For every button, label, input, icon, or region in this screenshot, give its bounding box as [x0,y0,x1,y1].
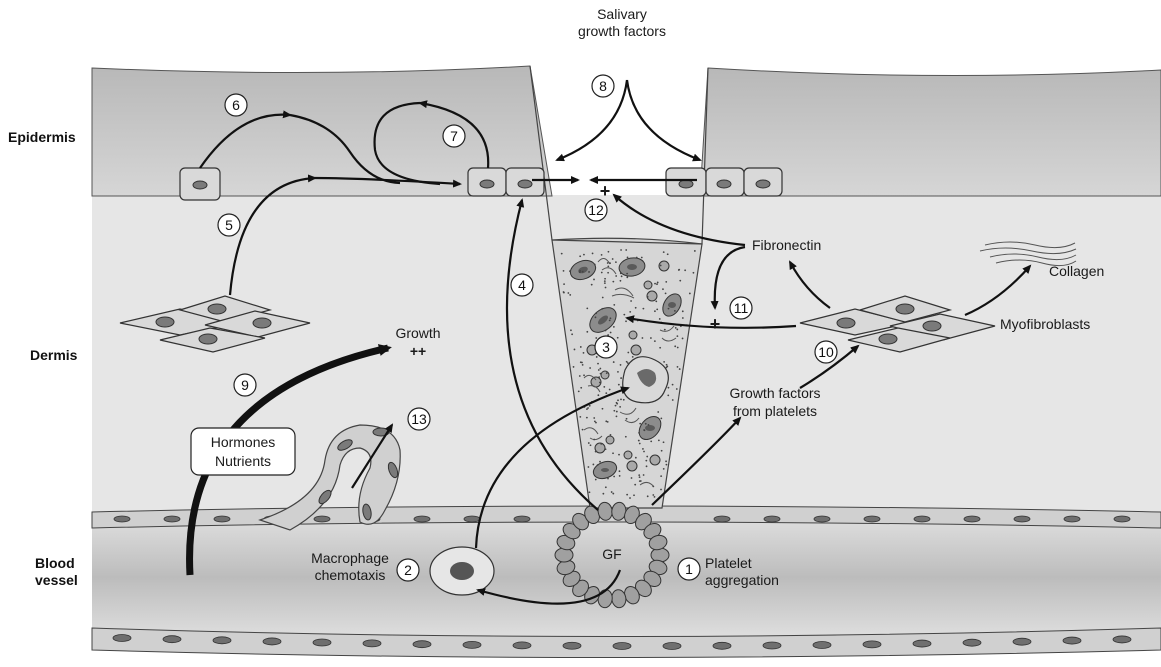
platelet-label-line2: aggregation [705,572,779,588]
endothelial-cell [163,636,181,643]
endothelial-cell [813,642,831,649]
endothelial-cell [464,516,480,522]
step-1: 1 [678,558,700,580]
epidermal-cells-right-edge [666,168,782,196]
endothelial-cell [963,639,981,646]
macrophage-label-line1: Macrophage [311,550,389,566]
endothelial-cell [114,516,130,522]
endothelial-cell [164,516,180,522]
salivary-label-line1: Salivary [597,6,647,22]
endothelial-cell [663,642,681,649]
endothelial-cell [563,642,581,649]
svg-text:11: 11 [734,300,749,316]
svg-text:10: 10 [818,344,834,360]
svg-text:1: 1 [685,561,693,577]
endothelial-cell [1063,637,1081,644]
macrophage-in-wound [623,357,669,403]
endothelial-cell [814,516,830,522]
gf-platelets-label-line2: from platelets [733,403,817,419]
step-2: 2 [397,559,419,581]
growth-label: Growth [395,325,440,341]
blood-vessel-label-line1: Blood [35,555,75,571]
aggregated-platelet [651,548,669,562]
endothelial-cell [214,516,230,522]
svg-text:8: 8 [599,78,607,94]
salivary-label-line2: growth factors [578,23,666,39]
collagen-label: Collagen [1049,263,1104,279]
epidermal-cell [180,168,220,200]
endothelial-cell [514,516,530,522]
step-12: 12 [585,199,607,221]
step-6: 6 [225,94,247,116]
fibronectin-label: Fibronectin [752,237,821,253]
step-13: 13 [408,408,430,430]
macrophage-label-line2: chemotaxis [315,567,386,583]
epidermal-cells-left-edge [468,168,544,196]
endothelial-cell [763,642,781,649]
dermis-label: Dermis [30,347,78,363]
epidermis-label: Epidermis [8,129,76,145]
plus-sign-epidermis: + [600,181,611,201]
endothelial-cell [1113,636,1131,643]
endothelial-cell [463,641,481,648]
nutrients-label: Nutrients [215,453,271,469]
svg-text:13: 13 [411,411,427,427]
endothelial-cell [313,639,331,646]
aggregated-platelet [555,548,573,562]
endothelial-cell [113,635,131,642]
gf-label: GF [602,546,621,562]
gf-platelets-label-line1: Growth factors [729,385,820,401]
blood-vessel-label-line2: vessel [35,572,78,588]
step-11: 11 [730,297,752,319]
step-7: 7 [443,125,465,147]
macrophage [430,547,494,595]
step-5: 5 [218,214,240,236]
svg-text:2: 2 [404,562,412,578]
endothelial-cell [263,638,281,645]
endothelial-cell [513,642,531,649]
endothelial-cell [1014,516,1030,522]
step-4: 4 [511,274,533,296]
endothelial-cell [1013,638,1031,645]
endothelial-cell [964,516,980,522]
svg-text:3: 3 [602,339,610,355]
platelet-label-line1: Platelet [705,555,752,571]
growth-plus-label: ++ [410,343,426,359]
svg-text:4: 4 [518,277,526,293]
endothelial-cell [713,642,731,649]
endothelial-cell [914,516,930,522]
endothelial-cell [1114,516,1130,522]
step-9: 9 [234,374,256,396]
svg-text:7: 7 [450,128,458,144]
endothelial-cell [1064,516,1080,522]
endothelial-cell [764,516,780,522]
hormones-nutrients-box: Hormones Nutrients [191,428,295,475]
endothelial-cell [863,641,881,648]
hormones-label: Hormones [211,434,276,450]
myofibroblasts-label: Myofibroblasts [1000,316,1090,332]
step-10: 10 [815,341,837,363]
endothelial-cell [613,642,631,649]
endothelial-cell [213,637,231,644]
endothelial-cell [864,516,880,522]
step-3: 3 [595,336,617,358]
blood-vessel-band [92,515,1161,640]
plus-sign-dermis: + [710,314,721,334]
endothelial-cell [913,640,931,647]
endothelial-cell [714,516,730,522]
svg-text:6: 6 [232,97,240,113]
endothelial-cell [363,640,381,647]
step-8: 8 [592,75,614,97]
svg-text:9: 9 [241,377,249,393]
svg-text:5: 5 [225,217,233,233]
endothelial-cell [414,516,430,522]
svg-text:12: 12 [588,202,604,218]
endothelial-cell [413,641,431,648]
endothelial-cell [314,516,330,522]
